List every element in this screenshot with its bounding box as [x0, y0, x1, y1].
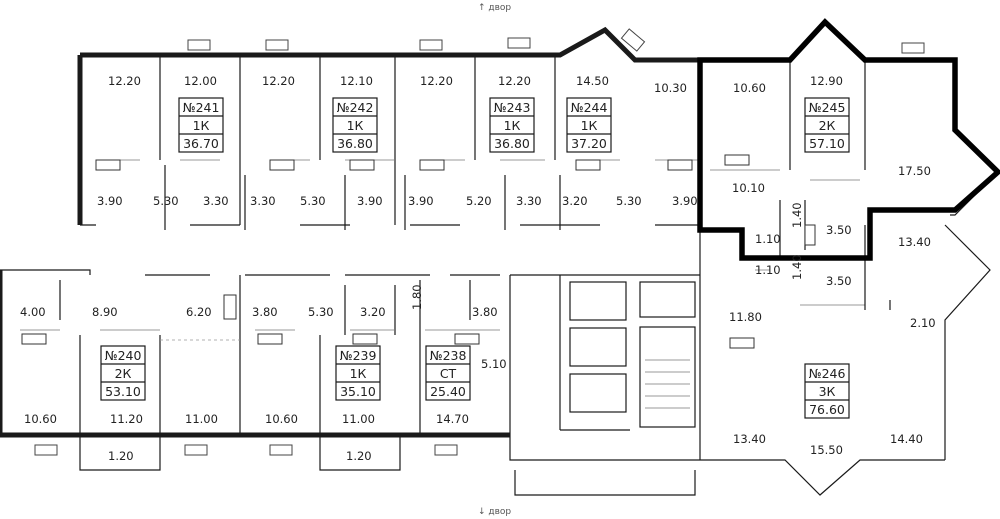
- room-area: 5.20: [466, 194, 492, 208]
- apt-number: №242: [337, 100, 374, 115]
- room-area: 1.80: [410, 284, 424, 310]
- room-area: 12.20: [108, 74, 141, 88]
- room-area: 1.40: [790, 254, 804, 280]
- apt-number: №244: [571, 100, 608, 115]
- room-area: 3.50: [826, 274, 852, 288]
- compass-top: ↑ двор: [478, 3, 511, 13]
- apt-rooms: СТ: [440, 366, 457, 381]
- apt-242-badge[interactable]: №242 1К 36.80: [332, 97, 378, 153]
- room-area: 1.10: [755, 263, 781, 277]
- apt-area: 25.40: [430, 384, 466, 399]
- apt-239-badge[interactable]: №239 1К 35.10: [335, 345, 381, 401]
- room-area: 3.30: [250, 194, 276, 208]
- apt-number: №240: [105, 348, 142, 363]
- room-area: 3.80: [252, 305, 278, 319]
- apt-245-badge[interactable]: №245 2К 57.10: [804, 97, 850, 153]
- apt-number: №239: [340, 348, 377, 363]
- right-bay-walls: [699, 60, 999, 496]
- room-area: 3.80: [472, 305, 498, 319]
- room-area: 17.50: [898, 164, 931, 178]
- room-area: 8.90: [92, 305, 118, 319]
- room-area: 15.50: [810, 443, 843, 457]
- upper-wing-walls: [77, 26, 925, 230]
- apt-number: №241: [183, 100, 220, 115]
- apt-area: 76.60: [809, 402, 845, 417]
- room-area: 14.40: [890, 432, 923, 446]
- room-area: 3.90: [97, 194, 123, 208]
- room-area: 10.10: [732, 181, 765, 195]
- apt-number: №246: [809, 366, 846, 381]
- apt-area: 53.10: [105, 384, 141, 399]
- apt-241-badge[interactable]: №241 1К 36.70: [178, 97, 224, 153]
- room-area: 10.30: [654, 81, 687, 95]
- apt-area: 57.10: [809, 136, 845, 151]
- room-area: 5.30: [153, 194, 179, 208]
- room-area: 3.50: [826, 223, 852, 237]
- apt-area: 35.10: [340, 384, 376, 399]
- room-area: 4.00: [20, 305, 46, 319]
- apt-rooms: 1К: [504, 118, 521, 133]
- room-area: 3.20: [562, 194, 588, 208]
- apt-area: 36.70: [183, 136, 219, 151]
- apt-244-badge[interactable]: №244 1К 37.20: [566, 97, 612, 153]
- apt-area: 36.80: [337, 136, 373, 151]
- room-area: 5.30: [308, 305, 334, 319]
- room-area: 1.10: [755, 232, 781, 246]
- room-area: 3.90: [357, 194, 383, 208]
- apt-246-badge[interactable]: №246 3К 76.60: [804, 363, 850, 419]
- room-area: 14.50: [576, 74, 609, 88]
- room-area: 11.20: [110, 412, 143, 426]
- apt-245-highlight[interactable]: [697, 18, 1000, 261]
- apt-240-badge[interactable]: №240 2К 53.10: [100, 345, 146, 401]
- room-area: 12.10: [340, 74, 373, 88]
- room-area: 10.60: [265, 412, 298, 426]
- apt-rooms: 1К: [193, 118, 210, 133]
- room-area: 3.90: [408, 194, 434, 208]
- compass-bottom: ↓ двор: [478, 507, 511, 517]
- apt-rooms: 1К: [347, 118, 364, 133]
- room-area: 1.20: [108, 449, 134, 463]
- room-area: 13.40: [733, 432, 766, 446]
- apt-243-badge[interactable]: №243 1К 36.80: [489, 97, 535, 153]
- room-area: 12.90: [810, 74, 843, 88]
- apt-area: 36.80: [494, 136, 530, 151]
- apt-238-badge[interactable]: №238 СТ 25.40: [425, 345, 471, 401]
- room-area: 3.30: [516, 194, 542, 208]
- apt-rooms: 2К: [115, 366, 132, 381]
- apt-number: №238: [430, 348, 467, 363]
- apt-rooms: 1К: [581, 118, 598, 133]
- apt-rooms: 2К: [819, 118, 836, 133]
- room-area-labels: 12.20 12.00 12.20 12.10 12.20 12.20 14.5…: [20, 74, 936, 463]
- room-area: 1.20: [346, 449, 372, 463]
- apt-area: 37.20: [571, 136, 607, 151]
- room-area: 3.90: [672, 194, 698, 208]
- room-area: 2.10: [910, 316, 936, 330]
- apt-number: №245: [809, 100, 846, 115]
- apt-number: №243: [494, 100, 531, 115]
- apt-rooms: 3К: [819, 384, 836, 399]
- room-area: 1.40: [790, 202, 804, 228]
- lower-wing-walls: [0, 269, 510, 471]
- room-area: 12.20: [498, 74, 531, 88]
- room-area: 13.40: [898, 235, 931, 249]
- apartment-badges: №241 1К 36.70 №242 1К 36.80 №243 1К 36.8…: [100, 97, 850, 419]
- room-area: 11.00: [185, 412, 218, 426]
- room-area: 11.80: [729, 310, 762, 324]
- room-area: 10.60: [733, 81, 766, 95]
- room-area: 3.30: [203, 194, 229, 208]
- room-area: 12.00: [184, 74, 217, 88]
- room-area: 11.00: [342, 412, 375, 426]
- stair-core: [509, 274, 700, 496]
- room-area: 10.60: [24, 412, 57, 426]
- room-area: 12.20: [262, 74, 295, 88]
- room-area: 6.20: [186, 305, 212, 319]
- room-area: 5.10: [481, 357, 507, 371]
- room-area: 14.70: [436, 412, 469, 426]
- apt-rooms: 1К: [350, 366, 367, 381]
- room-area: 5.30: [616, 194, 642, 208]
- room-area: 5.30: [300, 194, 326, 208]
- room-area: 12.20: [420, 74, 453, 88]
- room-area: 3.20: [360, 305, 386, 319]
